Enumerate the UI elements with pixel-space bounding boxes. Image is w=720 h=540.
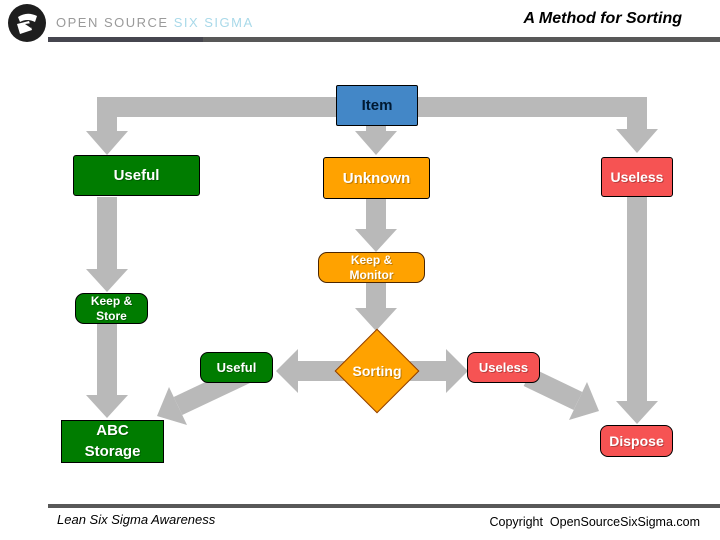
flow-node-keep-monitor: Keep &Monitor [318,252,425,283]
brand-text-secondary: SIX SIGMA [173,15,254,30]
arrow-unknown-to-keep-monitor [355,199,397,252]
flow-node-useless-top: Useless [601,157,673,197]
open-source-six-sigma-logo-icon [8,4,46,42]
footer-rule [48,504,720,508]
arrow-useless-to-dispose [616,197,658,424]
flow-node-keep-store: Keep &Store [75,293,148,324]
arrow-useful-to-keep-store [86,197,128,292]
keep-monitor-label: Keep &Monitor [349,253,394,282]
keep-store-label: Keep &Store [90,294,133,323]
arrow-useless-to-dispose-diagonal [523,367,599,420]
flow-node-unknown: Unknown [323,157,430,199]
flow-node-item: Item [336,85,418,126]
arrow-keep-monitor-to-sorting [355,282,397,331]
page-title: A Method for Sorting [523,10,683,27]
flow-node-useless-mid: Useless [467,352,540,383]
footer-course-name: Lean Six Sigma Awareness [57,512,216,527]
flow-node-dispose: Dispose [600,425,673,457]
header-rule-left-segment [48,37,203,42]
sorting-label: Sorting [352,363,402,379]
brand-text-primary: OPEN SOURCE [56,15,174,30]
arrow-keep-store-to-abc-storage [86,323,128,418]
header-rule-right-segment [203,37,720,42]
flow-node-useful-top: Useful [73,155,200,196]
flow-node-useful-mid: Useful [200,352,273,383]
footer-copyright: Copyright OpenSourceSixSigma.com [489,515,700,529]
brand-text: OPEN SOURCE SIX SIGMA [56,15,254,30]
